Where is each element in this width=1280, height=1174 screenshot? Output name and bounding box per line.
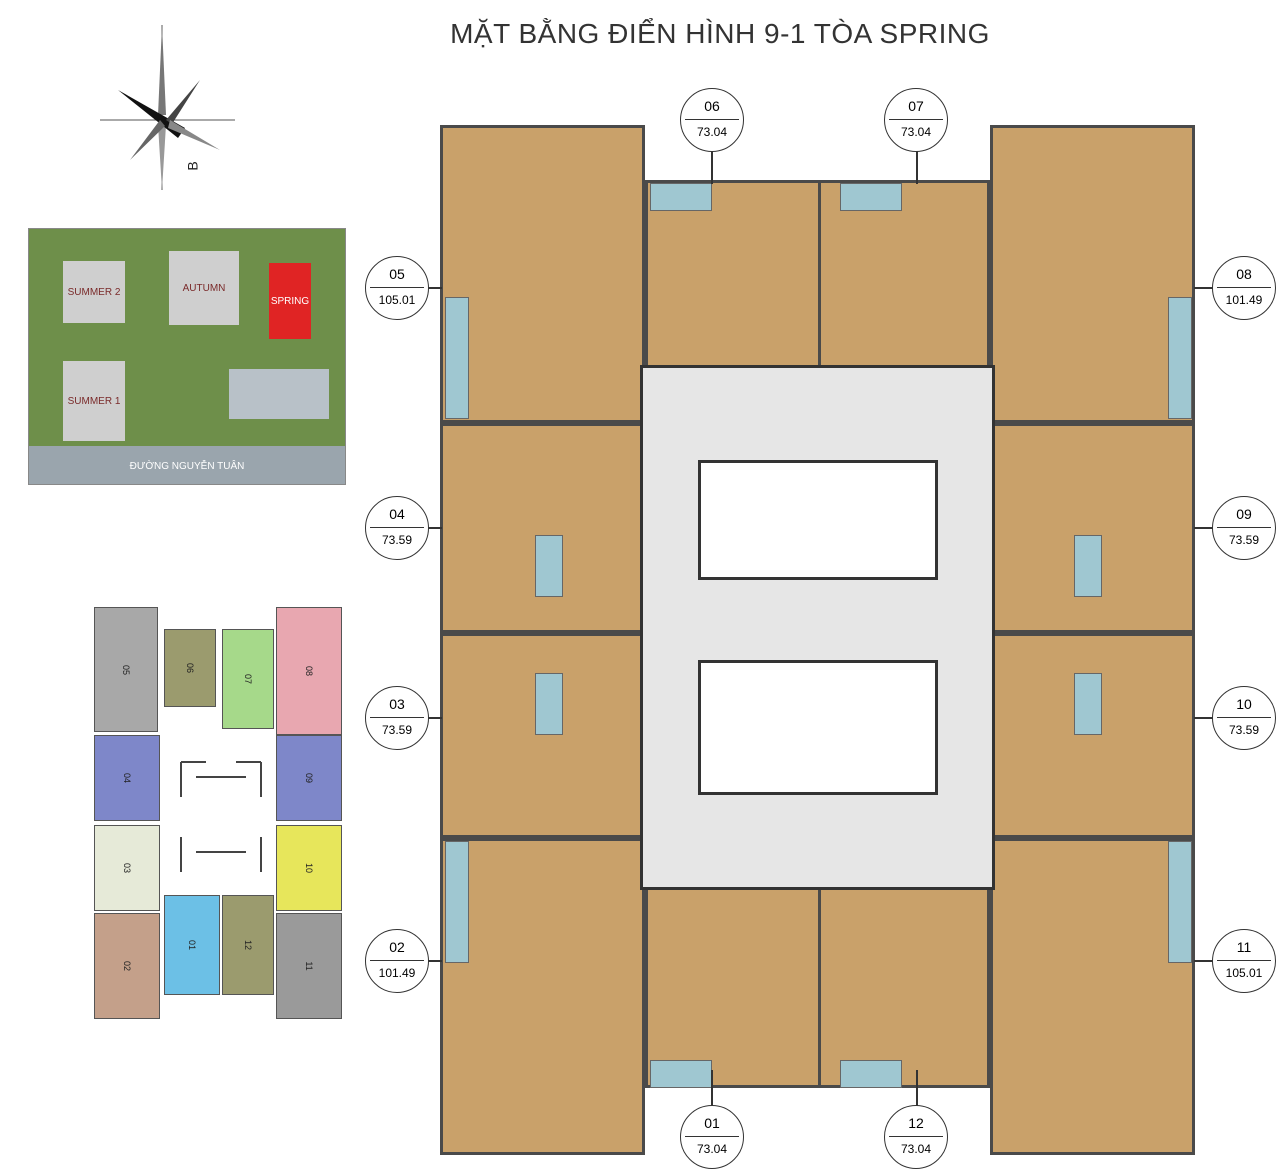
floor-plan	[440, 125, 1200, 1155]
road	[29, 446, 345, 484]
leader-11	[1194, 960, 1218, 962]
leader-05	[418, 287, 442, 289]
key-block-09: 09	[276, 735, 342, 821]
key-block-12: 12	[222, 895, 274, 995]
unit-10[interactable]	[990, 633, 1195, 838]
key-block-04: 04	[94, 735, 160, 821]
bath-06	[650, 183, 712, 211]
bath-12	[840, 1060, 902, 1088]
bath-02	[445, 841, 469, 963]
unit-08[interactable]	[990, 125, 1195, 423]
building-summer-1: SUMMER 1	[63, 361, 125, 441]
bath-04	[535, 535, 563, 597]
page-title: MẶT BẰNG ĐIỂN HÌNH 9-1 TÒA SPRING	[450, 18, 990, 49]
leader-10	[1194, 717, 1218, 719]
unit-03[interactable]	[440, 633, 645, 838]
leader-08	[1194, 287, 1218, 289]
leader-04	[418, 527, 442, 529]
compass-icon	[100, 25, 235, 190]
key-block-03: 03	[94, 825, 160, 911]
building-core	[640, 365, 995, 890]
bath-10	[1074, 673, 1102, 735]
building-summer-2: SUMMER 2	[63, 261, 125, 323]
bath-05	[445, 297, 469, 419]
site-plan: SUMMER 2 AUTUMN SPRING SUMMER 1 ĐƯỜNG NG…	[28, 228, 346, 485]
unit-05[interactable]	[440, 125, 645, 423]
compass-letter: B	[184, 161, 201, 171]
leader-12	[916, 1070, 918, 1108]
stair-core-bottom	[698, 660, 938, 795]
bath-08	[1168, 297, 1192, 419]
bath-03	[535, 673, 563, 735]
bath-01	[650, 1060, 712, 1088]
key-block-11: 11	[276, 913, 342, 1019]
building-podium	[229, 369, 329, 419]
key-block-08: 08	[276, 607, 342, 735]
stair-core-top	[698, 460, 938, 580]
key-block-01: 01	[164, 895, 220, 995]
leader-01	[711, 1070, 713, 1108]
key-block-07: 07	[222, 629, 274, 729]
road-label: ĐƯỜNG NGUYỄN TUÂN	[129, 461, 245, 472]
bath-07	[840, 183, 902, 211]
bath-09	[1074, 535, 1102, 597]
key-block-02: 02	[94, 913, 160, 1019]
leader-09	[1194, 527, 1218, 529]
unit-02[interactable]	[440, 838, 645, 1155]
leader-03	[418, 717, 442, 719]
leader-07	[916, 150, 918, 184]
leader-02	[418, 960, 442, 962]
unit-11[interactable]	[990, 838, 1195, 1155]
leader-06	[711, 150, 713, 184]
key-block-10: 10	[276, 825, 342, 911]
key-block-06: 06	[164, 629, 216, 707]
building-autumn: AUTUMN	[169, 251, 239, 325]
bath-11	[1168, 841, 1192, 963]
unit-09[interactable]	[990, 423, 1195, 633]
unit-04[interactable]	[440, 423, 645, 633]
building-spring: SPRING	[269, 263, 311, 339]
key-block-05: 05	[94, 607, 158, 732]
key-core-icon	[180, 761, 262, 872]
key-plan: 05 06 07 08 04 09 03 10 02 01 12 11	[90, 607, 350, 1022]
